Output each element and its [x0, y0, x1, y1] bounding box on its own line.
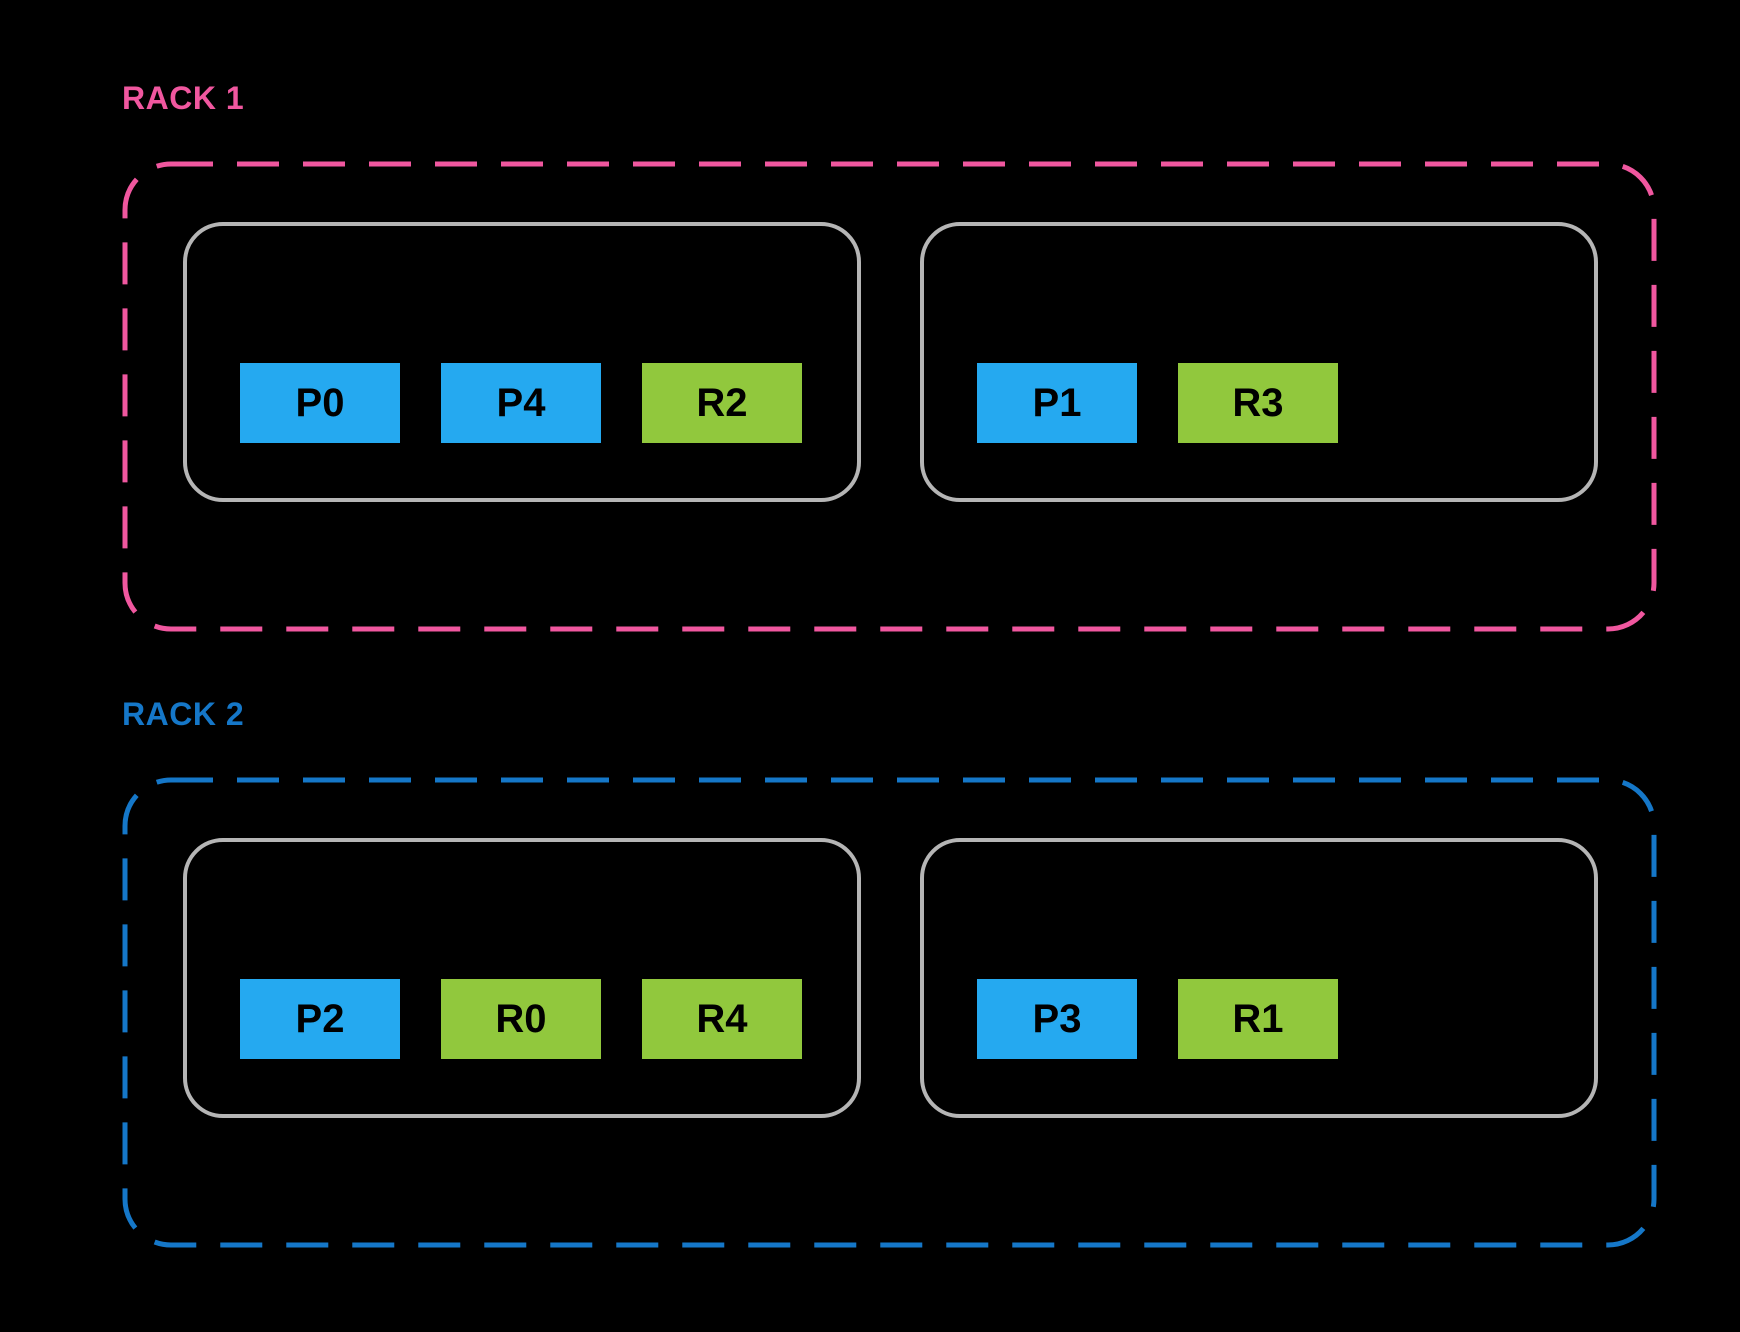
- slot-p3: P3: [977, 979, 1137, 1059]
- rack-1-host-1: P0 P4 R2: [183, 222, 861, 502]
- rack-1-dashed-border: [122, 161, 1657, 632]
- rack-1-boundary: P0 P4 R2 P1 R3: [122, 161, 1657, 632]
- rack-2-label: RACK 2: [122, 696, 245, 732]
- rack-2-host-2-slot-row: P3 R1: [977, 979, 1338, 1059]
- slot-p0: P0: [240, 363, 400, 443]
- slot-p2: P2: [240, 979, 400, 1059]
- slot-p4: P4: [441, 363, 601, 443]
- slot-r1: R1: [1178, 979, 1338, 1059]
- rack-1-label: RACK 1: [122, 80, 245, 116]
- rack-2-dashed-border: [122, 777, 1657, 1248]
- slot-r3: R3: [1178, 363, 1338, 443]
- slot-r2: R2: [642, 363, 802, 443]
- slot-r0: R0: [441, 979, 601, 1059]
- rack-1-host-1-slot-row: P0 P4 R2: [240, 363, 802, 443]
- rack-2-dashed-border-rect: [122, 777, 1657, 1248]
- rack-2-boundary: P2 R0 R4 P3 R1: [122, 777, 1657, 1248]
- rack-2-host-1: P2 R0 R4: [183, 838, 861, 1118]
- rack-1-dashed-border-rect: [122, 161, 1657, 632]
- slot-p1: P1: [977, 363, 1137, 443]
- rack-2-host-2: P3 R1: [920, 838, 1598, 1118]
- rack-2-host-1-slot-row: P2 R0 R4: [240, 979, 802, 1059]
- slot-r4: R4: [642, 979, 802, 1059]
- rack-1-host-2-slot-row: P1 R3: [977, 363, 1338, 443]
- rack-1-host-2: P1 R3: [920, 222, 1598, 502]
